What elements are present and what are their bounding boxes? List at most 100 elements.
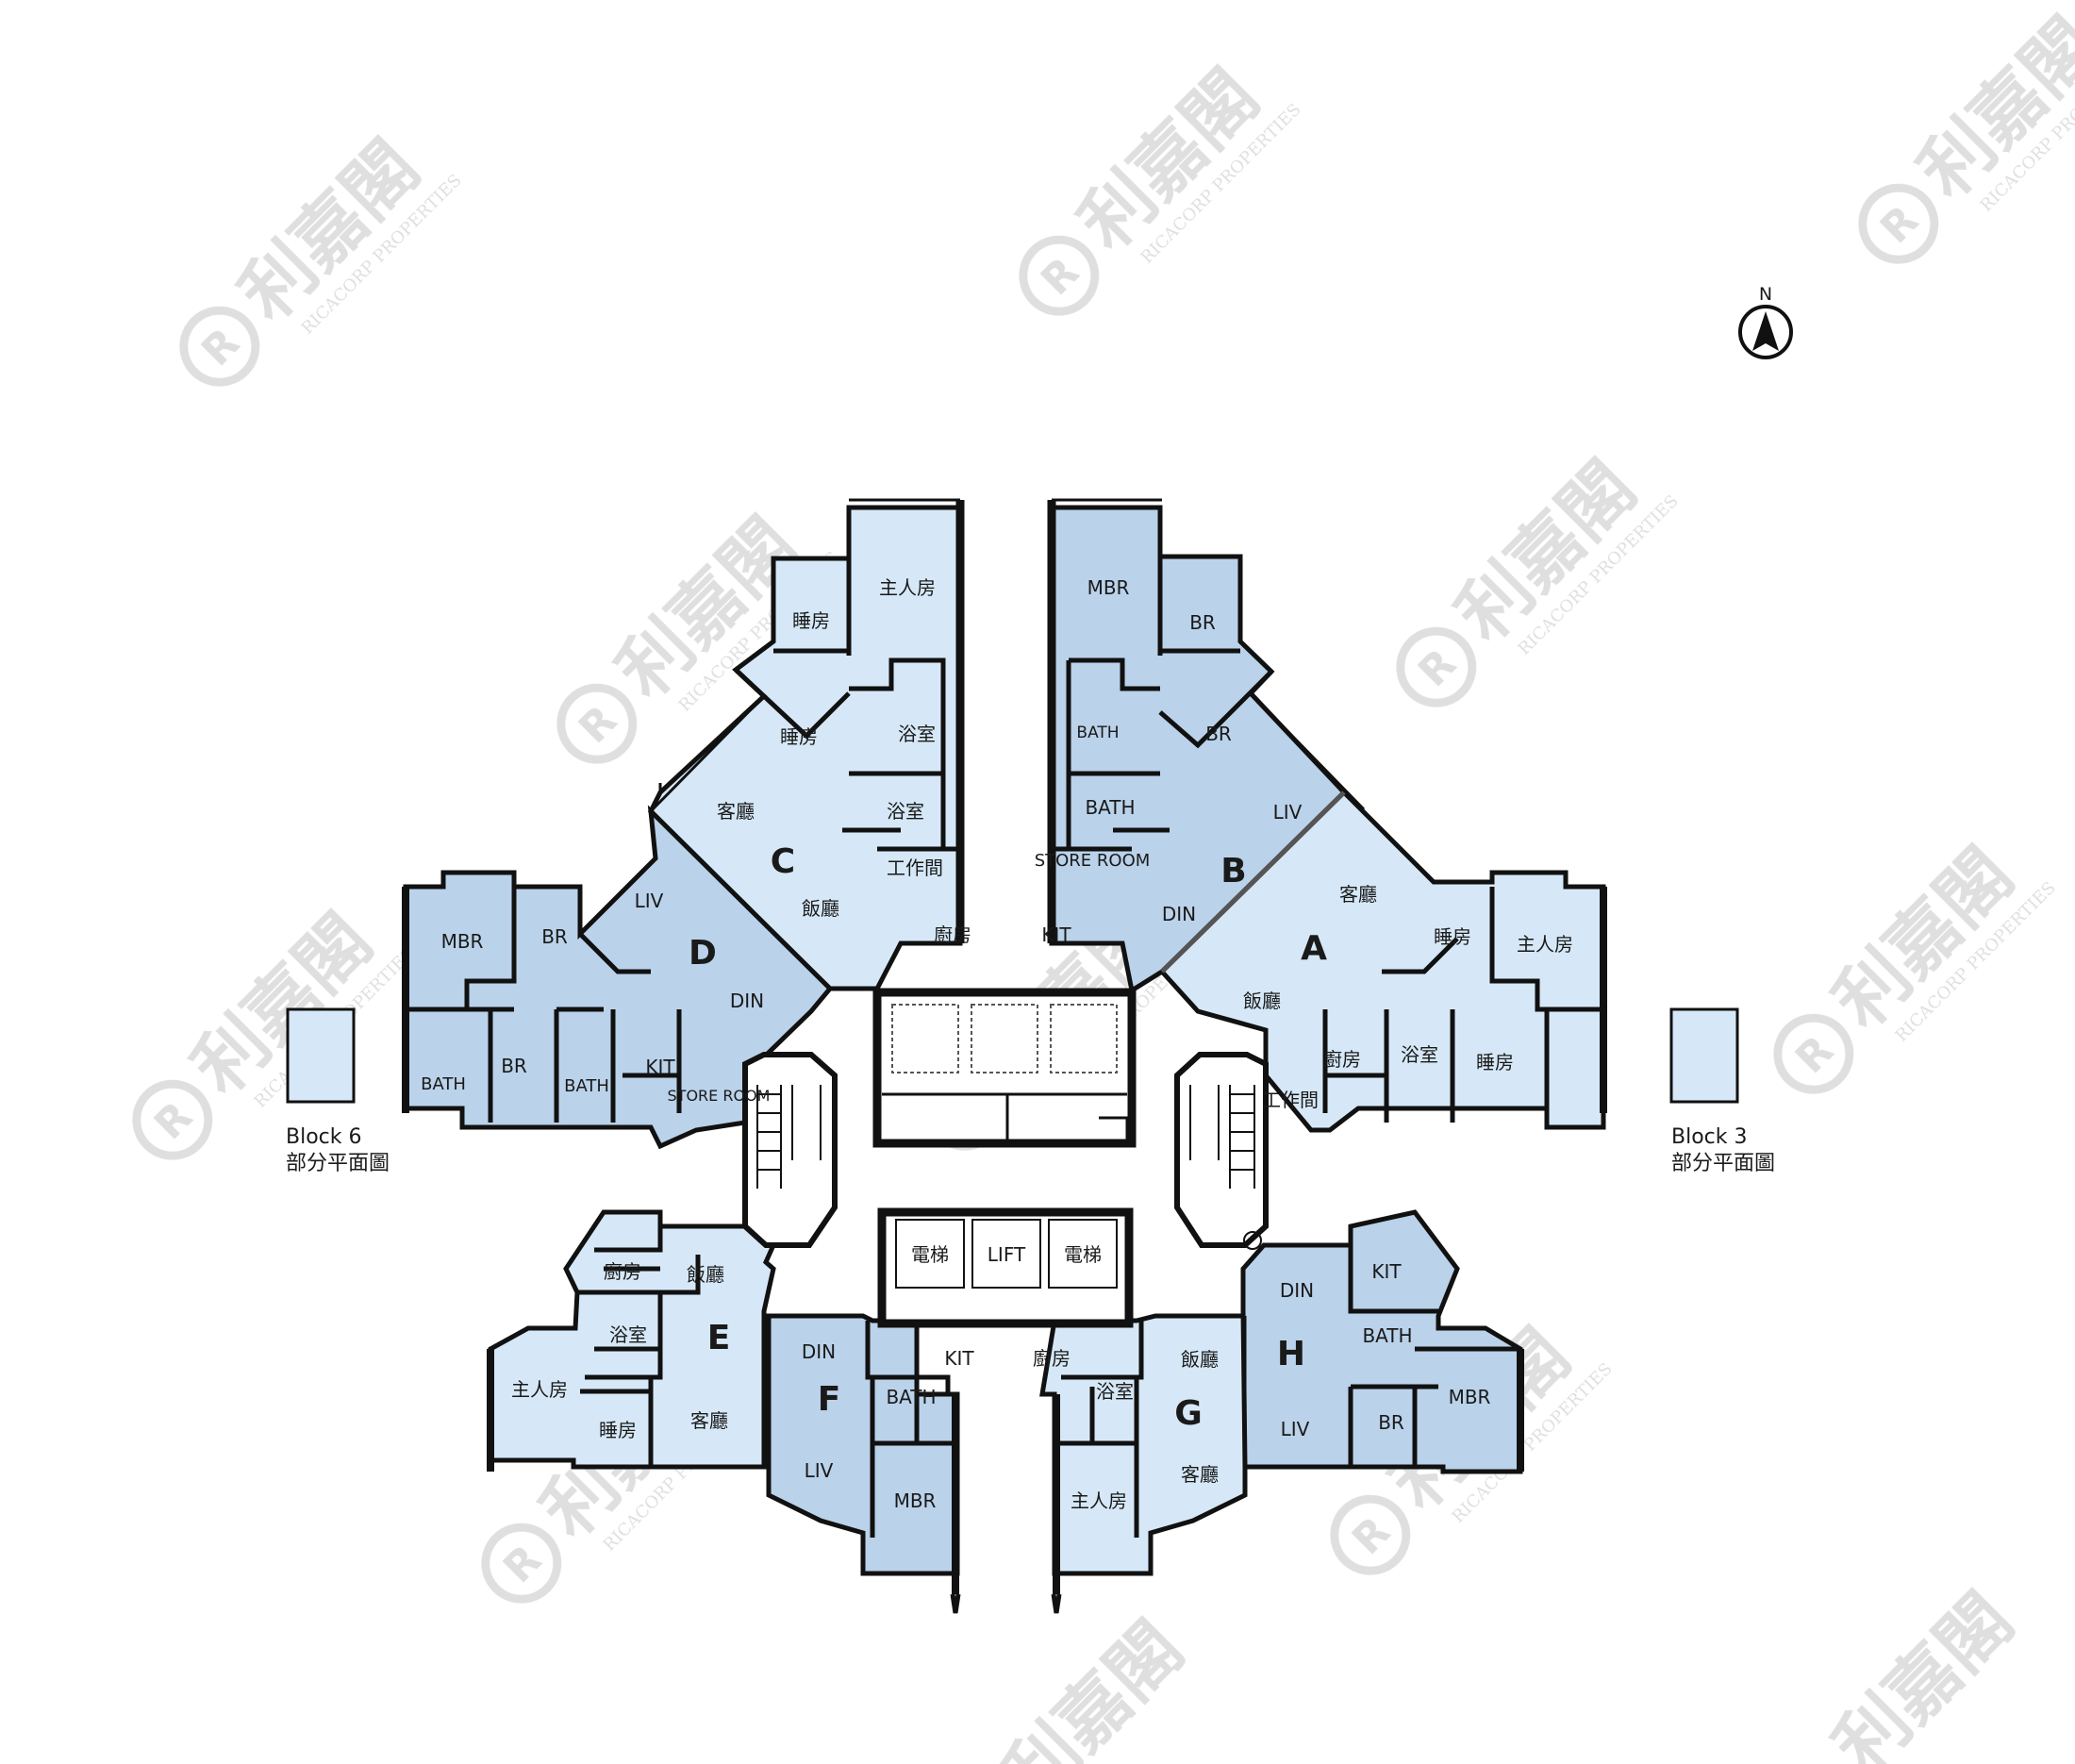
room-label-f-mbr: MBR — [894, 1489, 937, 1512]
watermark-symbol: R — [1343, 1507, 1400, 1564]
room-label-h-kit: KIT — [1371, 1260, 1402, 1283]
room-label-e-din: 飯廳 — [687, 1263, 724, 1286]
watermark-logo: R 利嘉閣 RICACORP PROPERTIES — [179, 125, 466, 387]
lower-lift-shaft — [877, 1207, 1134, 1328]
room-label-g-din: 飯廳 — [1181, 1348, 1219, 1371]
room-label-e-br: 睡房 — [599, 1419, 637, 1441]
room-label-f-kit: KIT — [944, 1347, 974, 1370]
wall — [865, 1321, 957, 1538]
wall — [767, 1316, 1247, 1523]
room-label-a-liv: 客廳 — [1339, 883, 1377, 906]
lift-label: 電梯 — [1064, 1243, 1102, 1266]
room-label-g-mbr: 主人房 — [1071, 1489, 1127, 1512]
lift-car — [1050, 1004, 1118, 1073]
room-label-d-bath1: BATH — [421, 1074, 466, 1094]
left-stair — [742, 1052, 838, 1248]
room-label-e-bath: 浴室 — [609, 1323, 647, 1346]
room-label-c-mbr: 主人房 — [879, 576, 936, 599]
room-label-d-bath2: BATH — [564, 1076, 609, 1096]
watermark-brand: 利嘉閣 — [1902, 2, 2075, 213]
room-label-d-br2: BR — [501, 1055, 527, 1077]
watermark-logo: 利嘉閣 — [988, 1606, 1199, 1764]
room-label-a-br2: 睡房 — [1476, 1051, 1514, 1073]
wall — [1054, 1321, 1144, 1538]
room-label-a-work: 工作間 — [1262, 1089, 1319, 1111]
room-label-f-liv: LIV — [805, 1459, 834, 1482]
watermark-symbol: R — [1871, 196, 1928, 253]
room-label-c-liv: 客廳 — [717, 800, 755, 823]
room-label-b-bath1: BATH — [1076, 724, 1119, 742]
unit-g-letter: G — [1174, 1394, 1203, 1433]
wall — [955, 500, 1056, 943]
watermark-symbol: R — [494, 1536, 551, 1592]
room-label-g-bath: 浴室 — [1096, 1380, 1134, 1403]
room-label-a-din: 飯廳 — [1243, 990, 1281, 1012]
room-label-c-br1: 睡房 — [792, 609, 830, 632]
room-label-a-br: 睡房 — [1434, 925, 1471, 948]
room-label-d-liv: LIV — [635, 890, 664, 912]
room-label-b-din: DIN — [1162, 903, 1196, 925]
room-label-f-bath: BATH — [886, 1386, 936, 1408]
lift-car — [895, 1219, 965, 1289]
room-label-d-br1: BR — [541, 925, 568, 948]
unit-d-letter: D — [689, 934, 717, 973]
wall — [952, 1394, 1060, 1594]
room-label-d-mbr: MBR — [441, 930, 484, 953]
block3-partial-plan — [1669, 1007, 1739, 1104]
room-label-g-liv: 客廳 — [1181, 1463, 1219, 1486]
unit-b-letter: B — [1220, 852, 1246, 890]
room-label-c-work: 工作間 — [887, 857, 943, 879]
room-walls — [406, 508, 1603, 1538]
watermark-logo: R 利嘉閣 RICACORP PROPERTIES — [1773, 832, 2060, 1094]
wall — [575, 1226, 701, 1467]
watermark-symbol: R — [192, 319, 249, 375]
watermark-symbol: R — [1032, 248, 1088, 305]
wall — [1157, 508, 1273, 749]
room-label-b-br1: BR — [1189, 611, 1216, 634]
room-label-b-mbr: MBR — [1087, 576, 1130, 599]
unit-e-letter: E — [707, 1319, 731, 1357]
room-label-b-bath2: BATH — [1085, 796, 1135, 819]
unit-e-area — [488, 1209, 776, 1470]
lift-car — [971, 1219, 1041, 1289]
wall — [950, 1593, 1062, 1614]
facade-lines — [402, 498, 1607, 1614]
north-arrow-icon — [1752, 311, 1779, 351]
room-label-e-liv: 客廳 — [690, 1409, 728, 1432]
wall — [882, 1092, 1127, 1140]
room-label-a-bath: 浴室 — [1401, 1043, 1438, 1066]
wall — [1322, 887, 1603, 1123]
wall — [402, 887, 1607, 1113]
lift-car — [1048, 1219, 1118, 1289]
room-label-b-liv: LIV — [1273, 801, 1303, 824]
room-label-c-kit: 廚房 — [934, 924, 971, 946]
watermark-brand: 利嘉閣 — [1818, 1577, 2029, 1764]
wall — [1348, 1245, 1520, 1467]
partial-plans: Block 6 部分平面圖 Block 3 部分平面圖 — [286, 1007, 1775, 1175]
room-label-b-br2: BR — [1205, 723, 1232, 745]
watermark-logo: R 利嘉閣 RICACORP PROPERTIES — [1396, 445, 1683, 707]
lift-label: LIFT — [988, 1243, 1026, 1266]
block6-label: Block 6 — [286, 1125, 362, 1149]
room-label-h-br: BR — [1378, 1411, 1404, 1434]
block6-partial-plan — [286, 1007, 356, 1104]
wall — [734, 508, 852, 740]
room-label-h-din: DIN — [1280, 1279, 1314, 1302]
wall — [1052, 657, 1170, 852]
wall — [464, 887, 682, 1123]
watermark-symbol: R — [570, 696, 626, 753]
block3-sublabel: 部分平面圖 — [1671, 1152, 1775, 1175]
room-label-d-store: STORE ROOM — [668, 1087, 771, 1105]
room-label-b-store: STORE ROOM — [1035, 851, 1151, 871]
wall — [487, 1349, 1524, 1472]
room-label-a-kit: 廚房 — [1323, 1048, 1361, 1071]
watermark-logo: R 利嘉閣 RICACORP PROPERTIES — [1858, 2, 2075, 264]
wall — [1160, 790, 1346, 974]
stair-treads — [756, 1085, 822, 1189]
core-area — [742, 988, 1269, 1328]
north-arrow: N — [1738, 284, 1793, 359]
lift-car — [891, 1004, 959, 1073]
room-label-a-mbr: 主人房 — [1517, 933, 1573, 956]
